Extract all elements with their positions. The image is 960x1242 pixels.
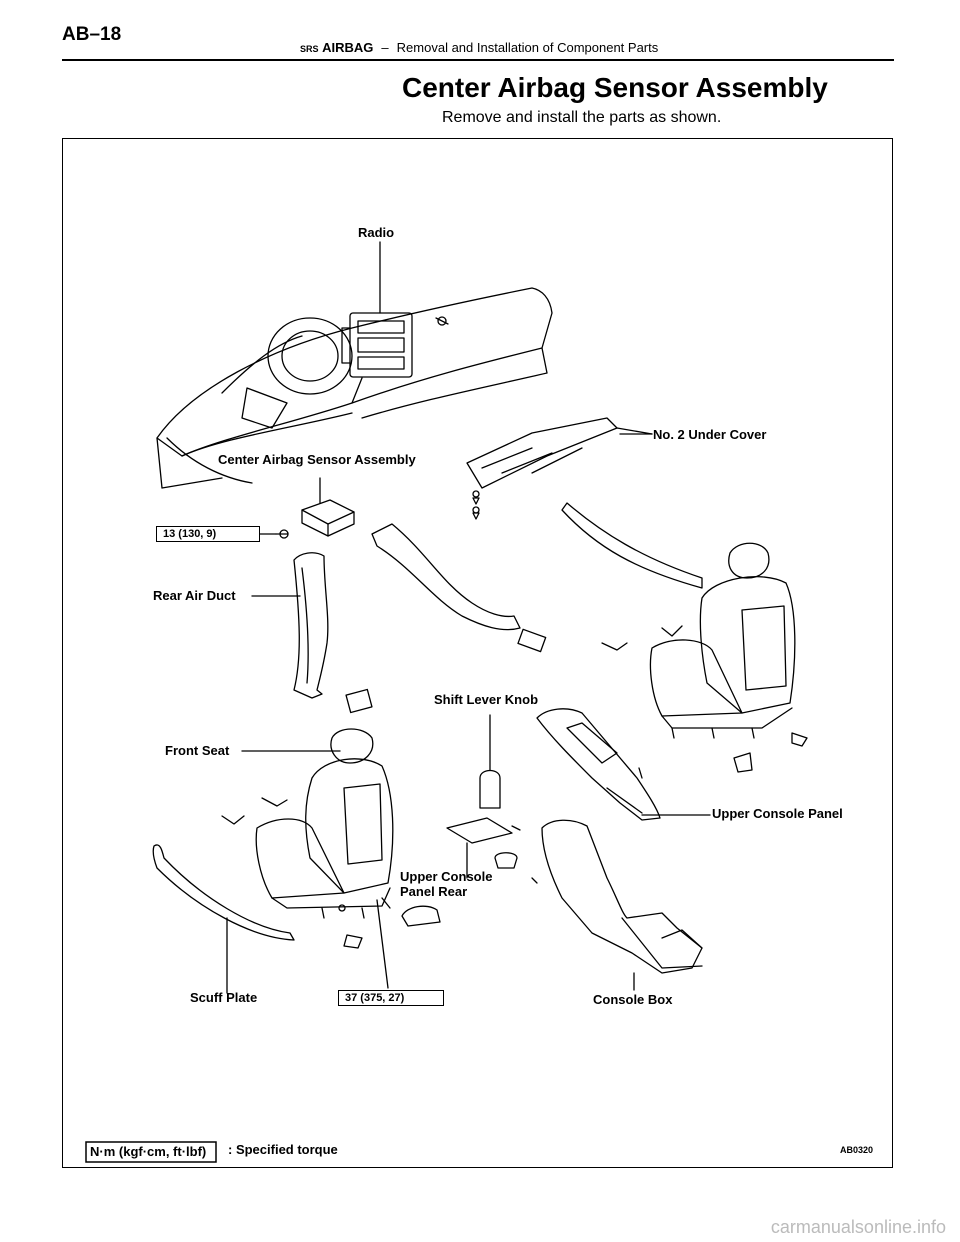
label-console-box: Console Box	[593, 992, 673, 1007]
header-dash: –	[381, 40, 389, 55]
label-upper-console-panel: Upper Console Panel	[712, 806, 843, 821]
figure-code: AB0320	[840, 1145, 874, 1155]
label-upper-console-panel-rear-1: Upper Console	[400, 869, 493, 884]
page-subtitle: Remove and install the parts as shown.	[442, 109, 722, 126]
running-header: SRS AIRBAG–Removal and Installation of C…	[300, 40, 658, 55]
center-duct-drawing	[371, 502, 703, 653]
dashboard-drawing	[156, 287, 553, 489]
sensor-drawing	[247, 477, 355, 539]
label-scuff-plate: Scuff Plate	[190, 990, 258, 1005]
exploded-diagram	[85, 241, 808, 1163]
header-rule	[62, 59, 894, 61]
torque-box-37: 37 (375, 27)	[338, 990, 444, 1006]
header-srs: SRS	[300, 44, 319, 54]
watermark: carmanualsonline.info	[770, 1217, 946, 1237]
torque-box-13: 13 (130, 9)	[156, 526, 260, 542]
label-radio: Radio	[358, 225, 395, 240]
scuff-plate-drawing	[152, 844, 295, 994]
page-title: Center Airbag Sensor Assembly	[402, 72, 828, 103]
upper-console-panel-drawing	[536, 708, 711, 821]
label-front-seat: Front Seat	[165, 743, 230, 758]
header-section: AIRBAG	[322, 40, 374, 55]
radio-drawing	[341, 241, 413, 378]
legend-description: : Specified torque	[228, 1142, 338, 1157]
label-rear-air-duct: Rear Air Duct	[153, 588, 236, 603]
label-shift-lever-knob: Shift Lever Knob	[434, 692, 539, 707]
left-seat-drawing	[221, 728, 394, 949]
under-cover-drawing	[466, 417, 653, 520]
page-number: AB–18	[62, 24, 122, 45]
header-subsection: Removal and Installation of Component Pa…	[396, 40, 659, 55]
label-upper-console-panel-rear-2: Panel Rear	[400, 884, 468, 899]
figure-frame	[62, 138, 893, 1168]
label-no2-under-cover: No. 2 Under Cover	[653, 427, 767, 442]
shift-knob-drawing	[401, 714, 521, 927]
rear-air-duct-drawing	[251, 552, 373, 714]
console-box-drawing	[531, 819, 703, 991]
legend-unit-box: N·m (kgf·cm, ft·lbf)	[90, 1144, 207, 1159]
right-seat-drawing	[601, 542, 808, 773]
label-center-airbag-sensor: Center Airbag Sensor Assembly	[218, 452, 416, 467]
